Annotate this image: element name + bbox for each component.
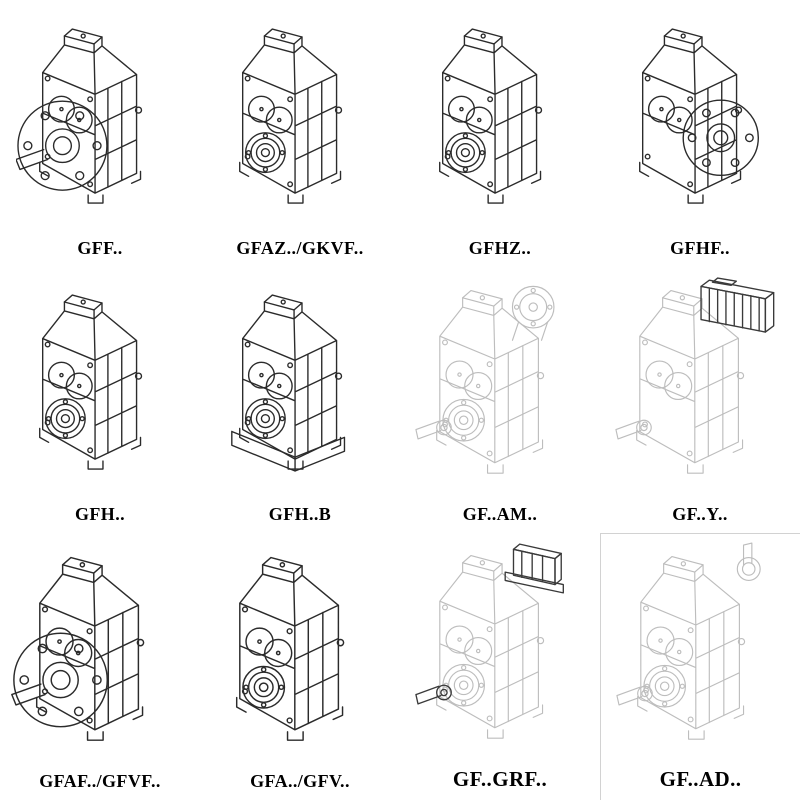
product-label: GFAZ../GKVF.. (236, 237, 364, 258)
product-label: GFHZ.. (468, 237, 532, 258)
gearbox-drawing-shaft-adapter (603, 538, 798, 765)
gearbox-drawing-flange-output-right (602, 4, 798, 236)
product-label: GFH.. (75, 504, 125, 525)
gearbox-drawing-flange-output-left (2, 537, 198, 769)
gearbox-drawing-foot-mounted (202, 271, 398, 503)
product-label: GF..AM.. (462, 504, 538, 525)
gearbox-drawing-input-block (402, 537, 598, 765)
gearbox-drawing-hollow-shaft (2, 271, 198, 503)
product-label: GF..GRF.. (452, 766, 548, 791)
product-label: GFH..B (268, 504, 332, 525)
product-cell-gfaz-gkvf: GFAZ../GKVF.. (200, 0, 400, 267)
product-cell-gfh-b: GFH..B (200, 267, 400, 534)
product-cell-gf-ad: GF..AD.. (600, 533, 800, 800)
product-cell-gfhf: GFHF.. (600, 0, 800, 267)
product-label: GFF.. (77, 237, 123, 258)
product-cell-gfa-gfv: GFA../GFV.. (200, 533, 400, 800)
product-cell-gf-am: GF..AM.. (400, 267, 600, 534)
gearbox-drawing-input-flange-adapter (402, 271, 598, 503)
product-label: GF..AD.. (659, 766, 742, 791)
gearbox-drawing-hollow-shaft (202, 4, 398, 236)
product-cell-gfhz: GFHZ.. (400, 0, 600, 267)
product-cell-gfaf-gfvf: GFAF../GFVF.. (0, 533, 200, 800)
product-label: GFHF.. (670, 237, 730, 258)
gearbox-drawing-hollow-shaft (202, 537, 398, 769)
product-cell-gf-y: GF..Y.. (600, 267, 800, 534)
product-cell-gf-grf: GF..GRF.. (400, 533, 600, 800)
gearbox-drawing-hollow-shaft (402, 4, 598, 236)
gearbox-drawing-motor-mounted (602, 271, 798, 503)
product-cell-gfh: GFH.. (0, 267, 200, 534)
product-label: GF..Y.. (672, 504, 728, 525)
gearbox-drawing-flange-output-left (2, 4, 198, 236)
product-label: GFA../GFV.. (250, 770, 350, 791)
product-cell-gff: GFF.. (0, 0, 200, 267)
product-label: GFAF../GFVF.. (39, 770, 161, 791)
